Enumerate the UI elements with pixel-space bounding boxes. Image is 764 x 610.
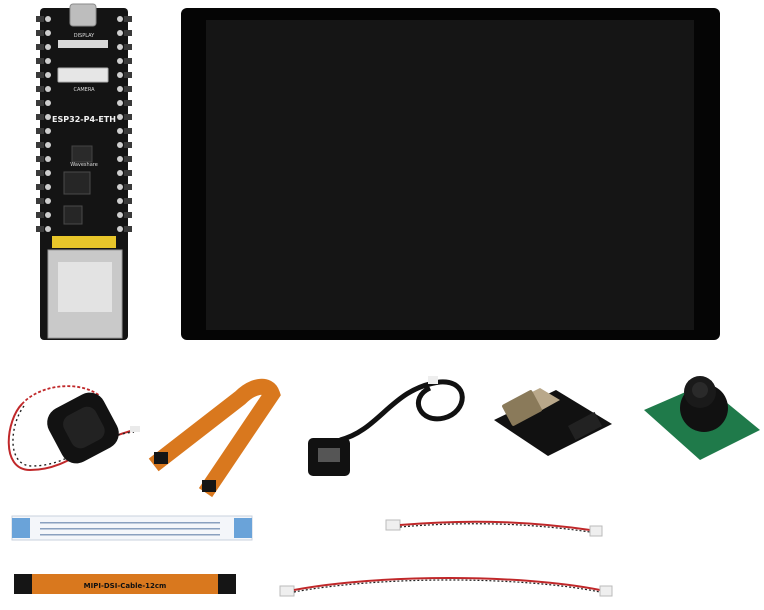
speaker	[7, 385, 140, 472]
camera-module	[644, 376, 760, 460]
white-ffc-cable	[11, 515, 253, 541]
wire-cable-bottom	[279, 577, 613, 597]
display-panel	[181, 8, 720, 340]
usb-cable	[308, 376, 465, 476]
esp32-board: DISPLAY CAMERA ESP32-P4-ETH Waveshare	[36, 3, 132, 340]
board-brand-label: Waveshare	[70, 162, 98, 168]
board-model-label: ESP32-P4-ETH	[52, 115, 116, 124]
wire-cable-top	[385, 519, 603, 537]
flex-cable	[148, 378, 281, 498]
board-camera-label: CAMERA	[73, 87, 95, 93]
board-display-label: DISPLAY	[74, 33, 95, 39]
mipi-dsi-cable: MIPI-DSI-Cable-12cm	[14, 574, 236, 594]
power-module	[494, 388, 612, 456]
mipi-dsi-cable-label: MIPI-DSI-Cable-12cm	[84, 582, 167, 590]
